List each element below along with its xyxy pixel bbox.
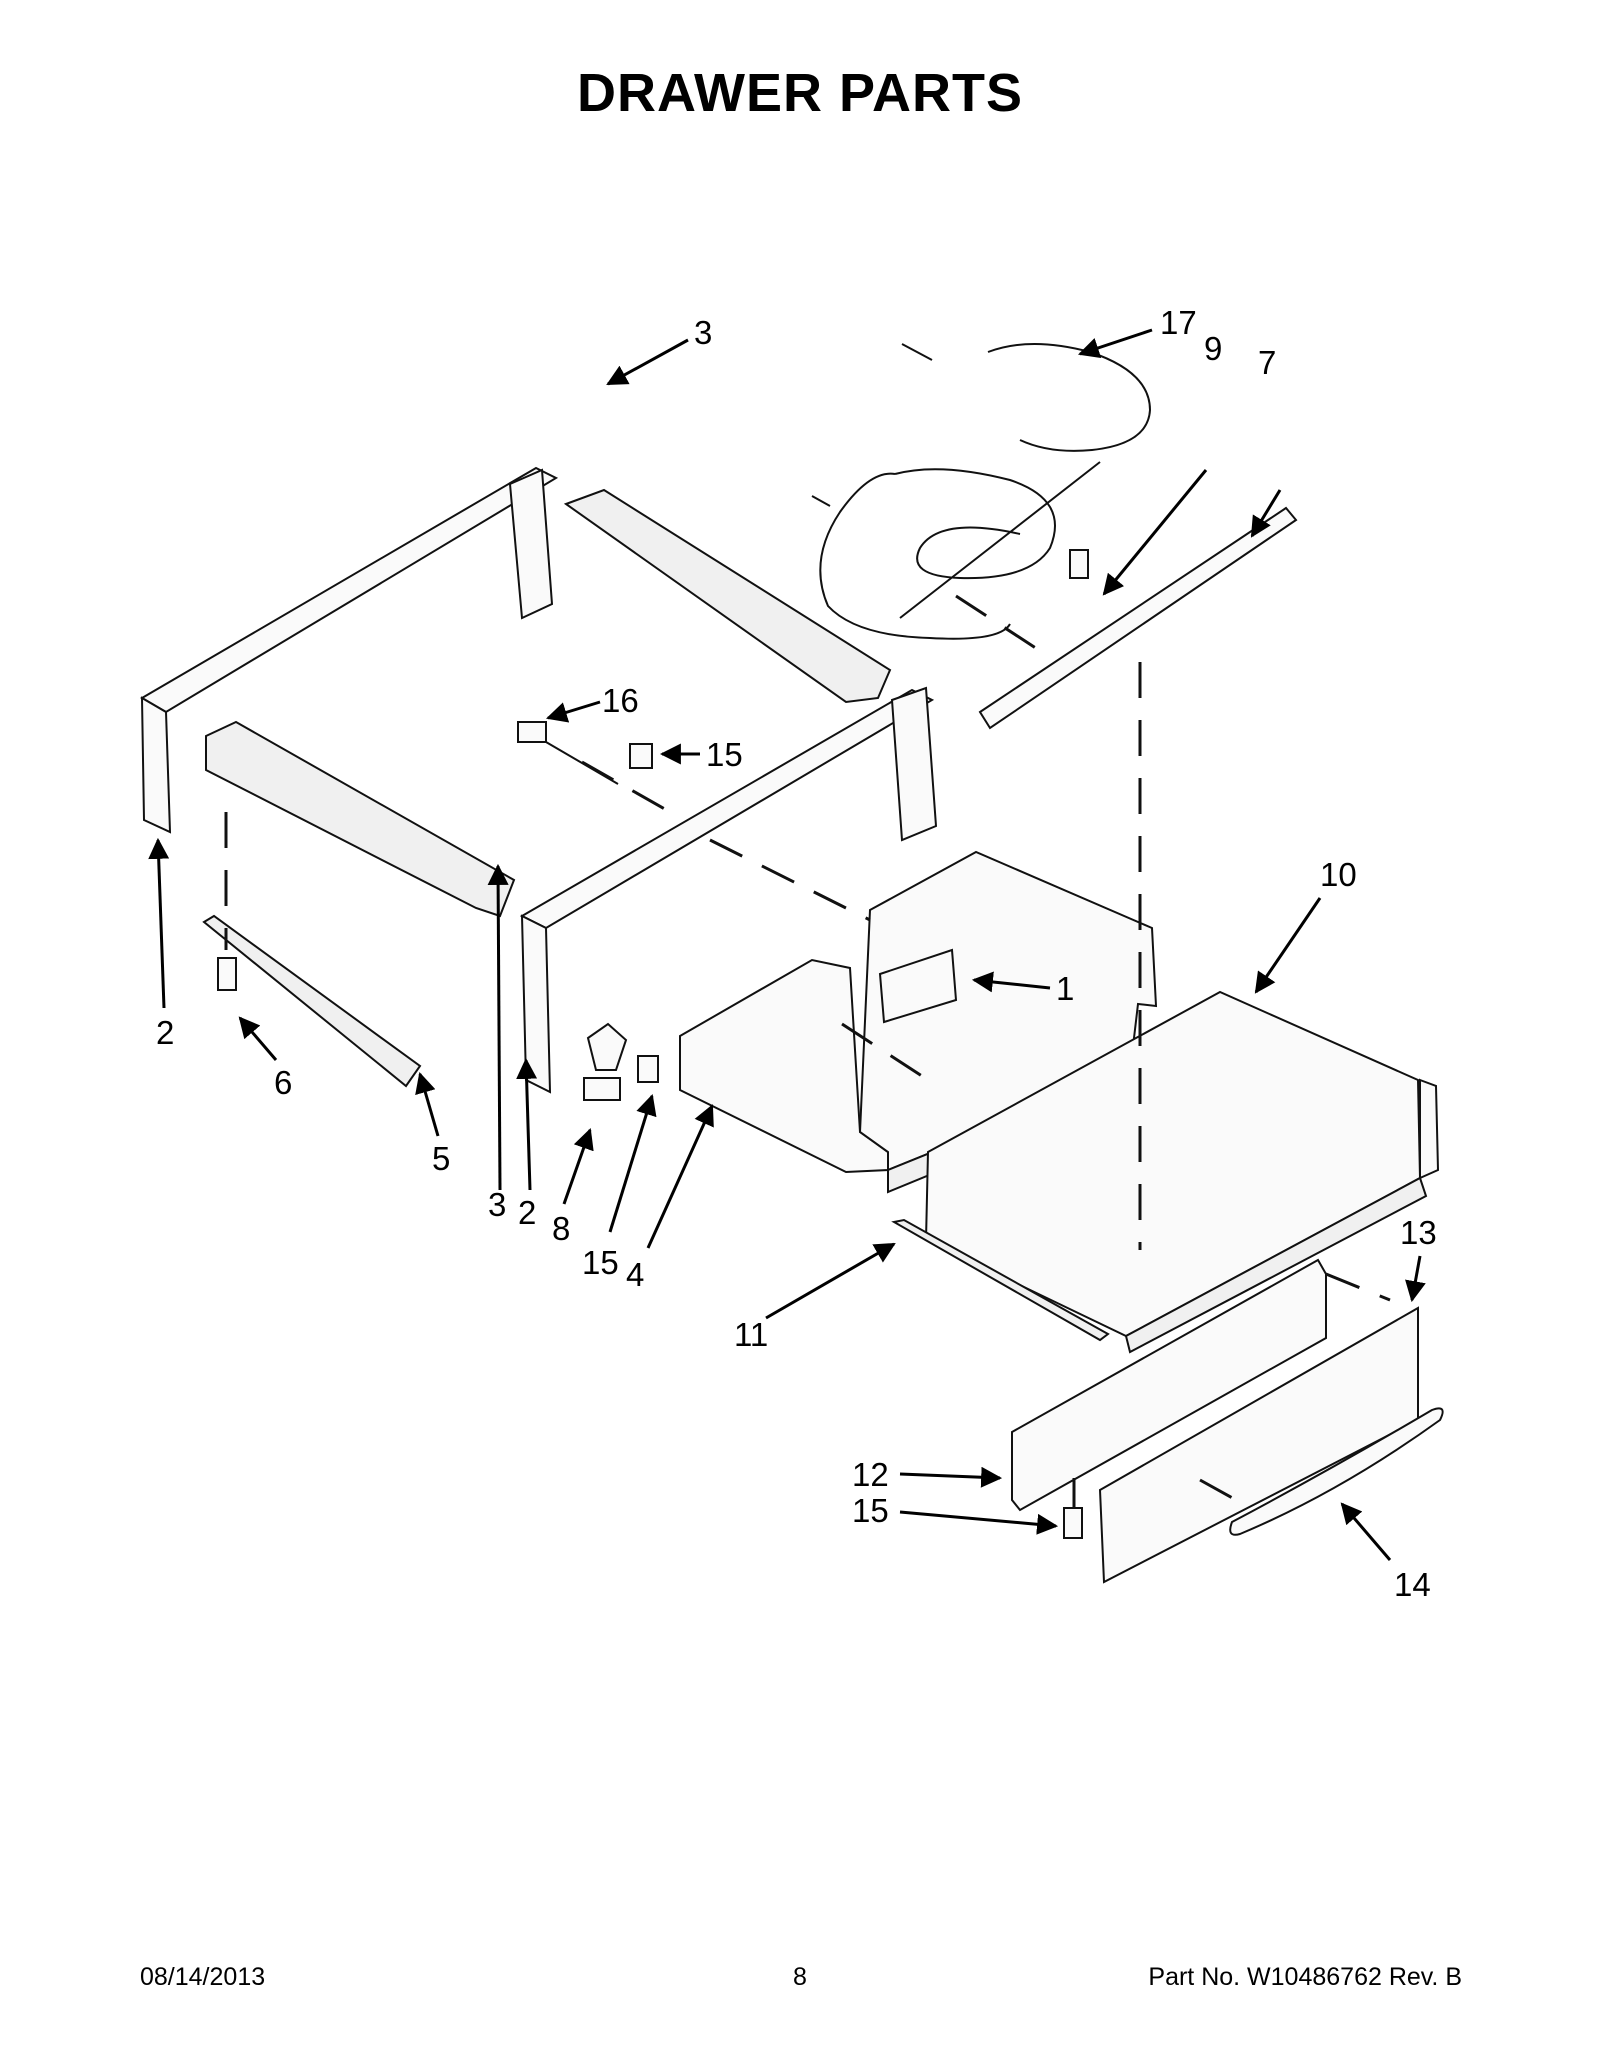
page-title: DRAWER PARTS xyxy=(576,63,1023,123)
callout-6: 6 xyxy=(274,1064,292,1101)
callout-12: 12 xyxy=(852,1456,889,1493)
callout-2-left: 2 xyxy=(156,1014,174,1051)
leveling-leg xyxy=(583,1022,659,1101)
callout-2-right: 2 xyxy=(518,1194,536,1231)
callout-10: 10 xyxy=(1320,856,1357,893)
callout-5: 5 xyxy=(432,1140,450,1177)
callout-13: 13 xyxy=(1400,1214,1437,1251)
bake-element xyxy=(811,343,1152,640)
footer-part-number: Part No. W10486762 Rev. B xyxy=(1148,1963,1462,1991)
callout-3-top: 3 xyxy=(694,314,712,351)
rear-cross-member xyxy=(563,488,892,704)
assembly-lines xyxy=(224,594,1391,1508)
callout-16: 16 xyxy=(602,682,639,719)
front-leg-bracket xyxy=(202,914,422,1088)
screw-9 xyxy=(1069,549,1089,579)
drawer-slide xyxy=(891,1218,1110,1342)
callout-15-front: 15 xyxy=(852,1492,889,1529)
screw-15-bottom xyxy=(1063,1507,1083,1539)
callout-8: 8 xyxy=(552,1210,570,1247)
callout-15-leg: 15 xyxy=(582,1244,619,1281)
drawer-handle xyxy=(1229,1407,1444,1536)
footer-page-number: 8 xyxy=(793,1963,807,1991)
front-cross-member xyxy=(205,720,516,918)
side-rail-right xyxy=(519,686,938,1094)
footer-date: 08/14/2013 xyxy=(140,1963,266,1991)
callout-3-front: 3 xyxy=(488,1186,506,1223)
callout-4: 4 xyxy=(626,1256,644,1293)
drawer-front-inner xyxy=(1011,1258,1327,1512)
temperature-sensor xyxy=(517,721,653,785)
callout-15-sensor: 15 xyxy=(706,736,743,773)
callout-14: 14 xyxy=(1394,1566,1431,1603)
callout-7: 7 xyxy=(1258,344,1276,381)
side-rail-left xyxy=(140,466,559,834)
callout-labels: 3 17 9 7 16 15 10 1 2 6 5 3 2 8 15 4 13 … xyxy=(156,304,1437,1603)
leader-arrows xyxy=(148,328,1426,1561)
callout-9: 9 xyxy=(1204,330,1222,367)
callout-11: 11 xyxy=(734,1316,768,1353)
liner-bracket xyxy=(878,948,958,1024)
rear-trim xyxy=(978,506,1298,730)
leg-6 xyxy=(217,957,237,991)
callout-1: 1 xyxy=(1056,970,1074,1007)
callout-17: 17 xyxy=(1160,304,1197,341)
